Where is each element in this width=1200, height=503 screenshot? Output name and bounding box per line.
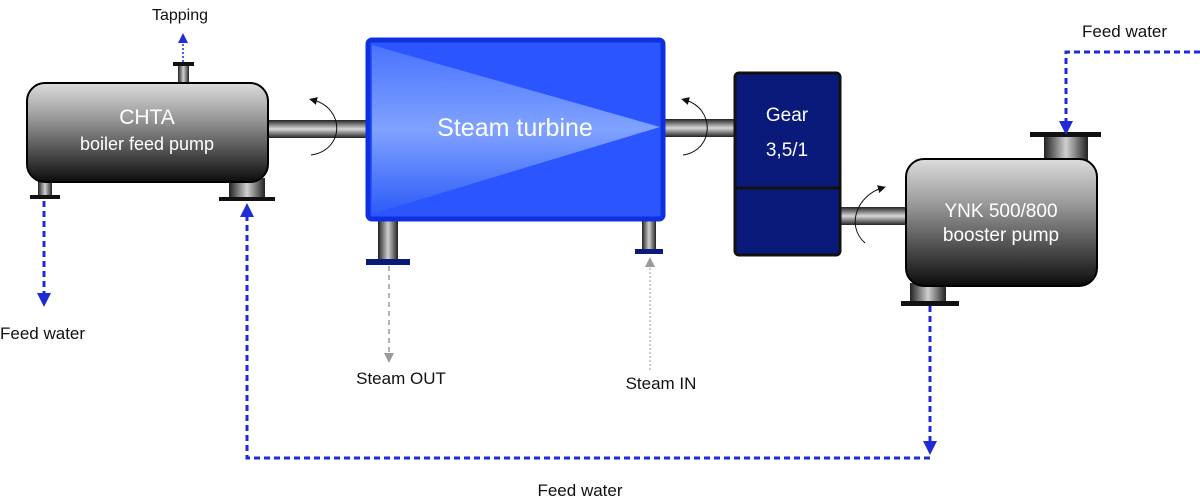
rotation-arrow-left <box>309 97 338 156</box>
steam-in-label: Steam IN <box>626 374 697 393</box>
booster-title: YNK 500/800 <box>944 201 1057 222</box>
chta-left-foot-flange <box>30 195 60 199</box>
tapping-nozzle <box>178 66 189 84</box>
booster-pump-body <box>905 158 1098 287</box>
steam-out-label: Steam OUT <box>356 369 446 388</box>
turbine-label: Steam turbine <box>437 114 593 142</box>
chta-right-foot-flange <box>219 197 275 201</box>
gear-title: Gear <box>766 105 809 126</box>
feed-water-label-left: Feed water <box>0 324 85 343</box>
turbine-inlet-flange <box>635 249 663 254</box>
feed-water-return-line <box>240 203 930 460</box>
booster-subtitle: booster pump <box>943 225 1059 246</box>
chta-subtitle: boiler feed pump <box>80 134 214 154</box>
turbine-outlet-flange <box>366 259 410 265</box>
gear-body <box>733 71 842 257</box>
booster-outlet-flange <box>901 301 959 306</box>
chta-title: CHTA <box>119 106 175 129</box>
booster-outlet-foot <box>910 283 946 302</box>
booster-inlet-nozzle <box>1044 136 1088 160</box>
gear-ratio: 3,5/1 <box>766 140 808 161</box>
tapping-label: Tapping <box>152 7 208 24</box>
turbine-inlet-leg <box>642 219 656 249</box>
feed-water-label-bottom: Feed water <box>537 481 622 500</box>
feed-water-inlet-line <box>1059 50 1200 135</box>
tapping-flange <box>173 62 194 66</box>
chta-pump-body <box>26 82 269 183</box>
rotation-arrow-middle <box>681 97 708 156</box>
turbine-outlet-leg <box>378 219 398 259</box>
feed-water-label-top-right: Feed water <box>1082 22 1167 41</box>
shaft-gear-booster <box>840 207 908 225</box>
rotation-arrow-right <box>854 185 886 244</box>
shaft-turbine-gear <box>660 119 738 137</box>
booster-inlet-flange <box>1030 132 1101 137</box>
turbine-cone <box>372 45 660 214</box>
shaft-chta-turbine <box>266 120 370 138</box>
